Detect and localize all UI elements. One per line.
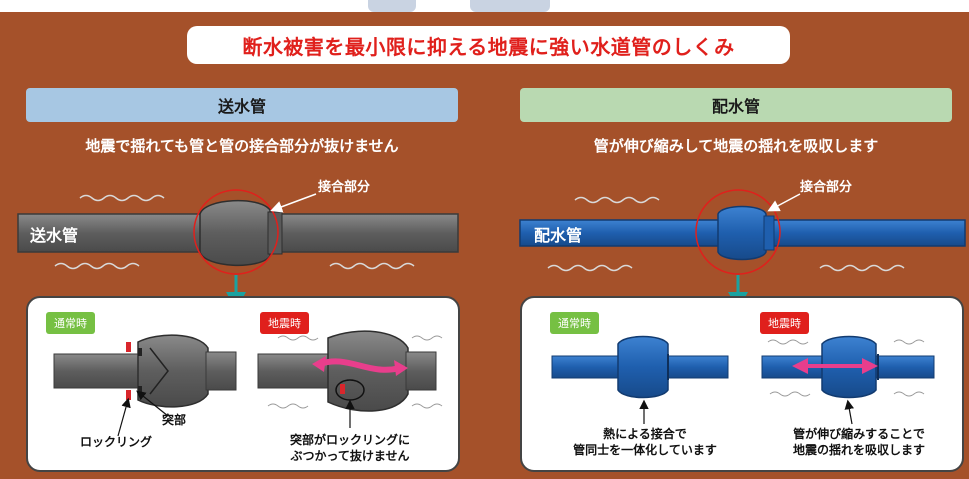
left-normal-joint — [53, 334, 237, 408]
left-joint-highlight-circle — [193, 189, 279, 275]
right-joint-pointer — [767, 193, 801, 212]
left-shake-arrow — [317, 358, 403, 373]
right-quake-caption-line2: 地震の揺れを吸収します — [792, 443, 925, 457]
cropped-graphic — [470, 0, 550, 12]
left-detail-panel: 通常時 地震時 — [26, 296, 460, 472]
right-normal-caption-line2: 管同士を一体化しています — [573, 443, 717, 457]
top-strip — [0, 0, 969, 12]
label-lock-ring: ロックリング — [80, 435, 153, 449]
right-normal-joint — [551, 335, 729, 399]
vibration-lines-right — [547, 196, 905, 272]
right-quake-caption: 管が伸び縮みすることで 地震の揺れを吸収します — [774, 426, 944, 458]
right-joint-label: 接合部分 — [800, 180, 853, 195]
left-quake-joint — [257, 330, 437, 412]
left-detail-drawings — [53, 330, 443, 437]
left-pipe-label: 送水管 — [30, 226, 79, 245]
right-detail-drawings — [551, 335, 935, 425]
left-quake-caption: 突部がロックリングに ぶつかって抜けません — [290, 432, 410, 464]
right-quake-badge: 地震時 — [760, 312, 809, 334]
right-normal-badge: 通常時 — [550, 312, 599, 334]
left-pipe-graphic — [17, 200, 459, 266]
right-normal-caption: 熱による接合で 管同士を一体化しています — [562, 426, 728, 458]
left-joint-label: 接合部分 — [318, 180, 371, 195]
right-pipe-graphic — [519, 205, 966, 261]
right-pipe-label: 配水管 — [534, 226, 583, 245]
left-description: 地震で揺れても管と管の接合部分が抜けません — [85, 136, 399, 155]
right-quake-caption-line1: 管が伸び縮みすることで — [793, 427, 925, 441]
right-section-header: 配水管 — [520, 88, 952, 122]
diagram-title: 断水被害を最小限に抑える地震に強い水道管のしくみ — [187, 26, 790, 64]
left-normal-badge: 通常時 — [46, 312, 95, 334]
left-quake-caption-line1: 突部がロックリングに — [290, 433, 411, 447]
label-projection: 突部 — [162, 413, 187, 427]
left-joint-pointer — [270, 193, 317, 213]
vibration-lines-left — [54, 194, 415, 270]
left-section-header: 送水管 — [26, 88, 458, 122]
right-description: 管が伸び縮みして地震の揺れを吸収します — [593, 136, 879, 155]
right-joint-highlight-circle — [695, 189, 781, 275]
left-quake-badge: 地震時 — [260, 312, 309, 334]
left-quake-caption-line2: ぶつかって抜けません — [290, 449, 410, 463]
cropped-graphic — [368, 0, 416, 12]
right-detail-panel: 通常時 地震時 — [520, 296, 964, 472]
right-normal-caption-line1: 熱による接合で — [603, 427, 687, 441]
